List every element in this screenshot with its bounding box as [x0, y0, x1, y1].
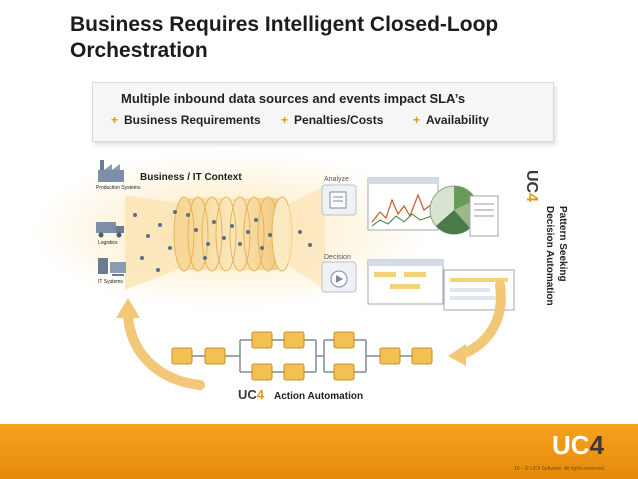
decision-automation-label: Decision Automation [544, 206, 555, 306]
action-automation-label: Action Automation [274, 391, 364, 402]
uc4-action-logo: UC4 [238, 387, 264, 402]
requirement-item-business: + Business Requirements [111, 113, 261, 127]
slide-title: Business Requires Intelligent Closed-Loo… [70, 13, 499, 62]
pattern-seeking-label: Pattern Seeking [557, 206, 568, 282]
analyze-label: Analyze [324, 176, 349, 183]
plus-icon: + [111, 113, 119, 127]
server-icon [98, 258, 126, 276]
decision-panel [321, 261, 357, 293]
pie-screenshot [429, 185, 499, 237]
source-label-production: Production Systems [96, 185, 141, 191]
uc4-side-logo: UC4 [522, 170, 540, 202]
logo-number: 4 [256, 387, 265, 402]
decision-label: Decision [324, 254, 351, 261]
context-label: Business / IT Context [140, 172, 242, 183]
analyze-panel [321, 184, 357, 216]
cycle-arrow-icon [116, 298, 140, 318]
requirements-heading: Multiple inbound data sources and events… [121, 91, 466, 106]
requirement-item-availability: + Availability [413, 113, 489, 127]
requirement-label: Penalties/Costs [294, 113, 384, 127]
plus-icon: + [281, 113, 289, 127]
logo-text: UC [523, 170, 540, 194]
requirement-item-penalties: + Penalties/Costs [281, 113, 383, 127]
plus-icon: + [413, 113, 421, 127]
logo-text: UC [238, 387, 257, 402]
data-points [133, 210, 312, 272]
analyze-screenshot [367, 177, 439, 231]
output-funnel [288, 185, 325, 290]
decision-screenshot [367, 259, 515, 311]
cycle-arrow-right [455, 280, 506, 360]
source-label-logistics: Logistics [98, 240, 118, 246]
footer-band [0, 424, 638, 479]
logo-number: 4 [589, 430, 605, 460]
footer-note: 16 – © UC4 Software. All rights reserved… [514, 466, 606, 472]
cycle-arrow-icon [448, 344, 466, 366]
processing-cylinder [173, 196, 293, 272]
cycle-arrow-left [123, 310, 205, 390]
requirement-label: Business Requirements [124, 113, 261, 127]
workflow-chain [192, 339, 412, 373]
footer-logo: UC4 [552, 430, 604, 461]
workflow-tasks [171, 331, 433, 381]
requirements-box: Multiple inbound data sources and events… [92, 82, 554, 142]
logo-text: UC [552, 430, 590, 460]
requirement-label: Availability [426, 113, 489, 127]
logo-number: 4 [523, 193, 540, 203]
source-label-it: IT Systems [98, 279, 123, 285]
truck-icon [96, 222, 124, 238]
factory-icon [98, 160, 124, 182]
input-funnel [125, 195, 190, 290]
